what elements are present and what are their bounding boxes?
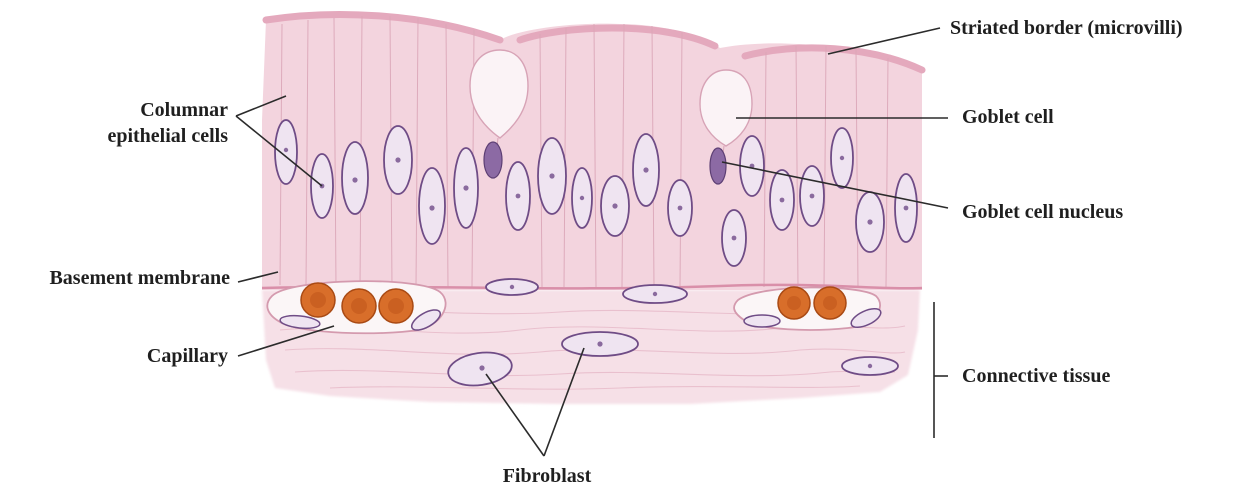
goblet-nucleus-right — [710, 148, 726, 184]
label-goblet-cell-nucleus: Goblet cell nucleus — [962, 200, 1123, 224]
label-fibroblast: Fibroblast — [488, 464, 606, 488]
goblet-nucleus-left — [484, 142, 502, 178]
label-capillary: Capillary — [96, 344, 228, 368]
label-basement-membrane: Basement membrane — [6, 266, 230, 290]
label-columnar-epithelial-line1: Columnar — [96, 98, 228, 122]
capillary-left — [267, 281, 445, 334]
label-striated-border: Striated border (microvilli) — [950, 16, 1183, 40]
label-goblet-cell: Goblet cell — [962, 105, 1054, 129]
capillary-right — [734, 287, 883, 331]
leader-striated-border — [828, 28, 940, 54]
connective-tissue-bracket — [934, 302, 948, 438]
label-columnar-epithelial-line2: epithelial cells — [76, 124, 228, 148]
label-connective-tissue: Connective tissue — [962, 364, 1110, 388]
